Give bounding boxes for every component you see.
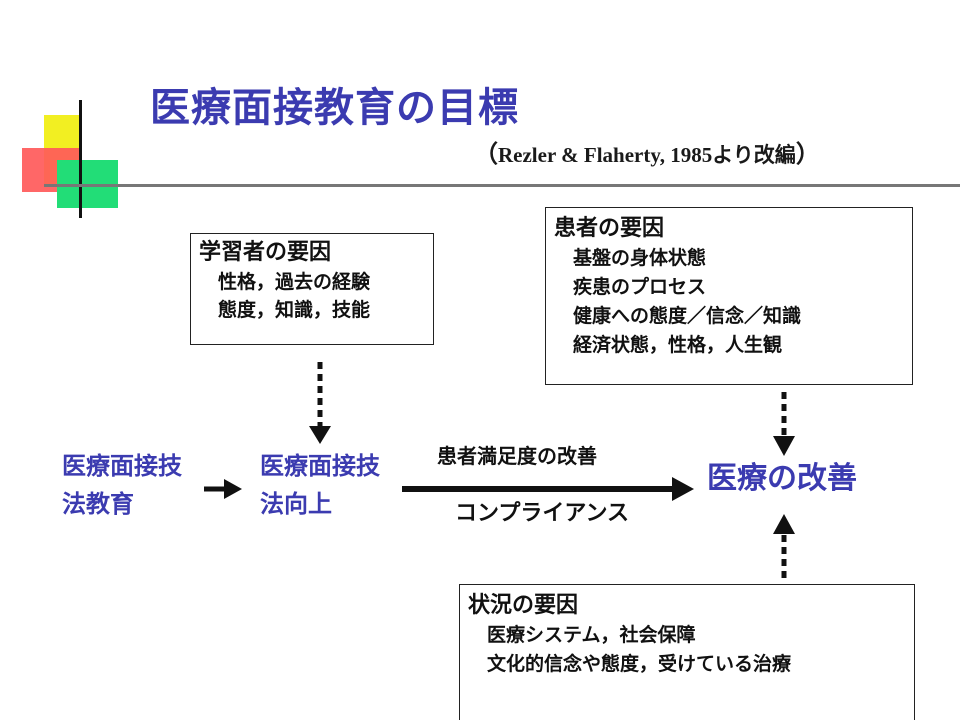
citation-open-paren: （ [474,140,498,168]
patient-factors-heading: 患者の要因 [554,216,665,241]
node-interview-skill-education: 医療面接技法教育 [62,452,182,518]
patient-factor-item: 経済状態，性格，人生観 [554,331,904,360]
patient-factors-box: 患者の要因 基盤の身体状態 疾患のプロセス 健康への態度／信念／知識 経済状態，… [545,207,913,385]
learner-factors-box: 学習者の要因 性格，過去の経験 態度，知識，技能 [190,233,434,345]
situational-factor-item: 医療システム，社会保障 [468,621,906,650]
arrow-situation-to-care [773,514,795,578]
situational-factor-text: 文化的信念や態度，受けている治療 [487,653,792,675]
citation: （Rezler & Flaherty, 1985より改編） [474,140,864,169]
situational-factors-heading: 状況の要因 [468,593,579,618]
arrow-skill-to-care [402,477,694,501]
arrow-patient-to-care [773,392,795,456]
arrow-education-to-skill [204,479,242,499]
title-underline [44,184,960,187]
arrow-learner-to-skill [309,362,331,444]
patient-factor-item: 疾患のプロセス [554,273,904,302]
citation-authors: Rezler & Flaherty, 1985 [498,143,713,167]
slide-title: 医療面接教育の目標 [150,85,519,131]
node-care-improvement: 医療の改善 [707,461,857,496]
patient-factor-text: 経済状態，性格，人生観 [573,334,783,356]
node-interview-skill-improvement: 医療面接技法向上 [260,452,380,518]
learner-factor-text: 性格，過去の経験 [218,271,371,293]
patient-factor-text: 基盤の身体状態 [573,247,707,269]
situational-factor-text: 医療システム，社会保障 [487,624,696,646]
patient-factor-item: 基盤の身体状態 [554,244,904,273]
edge-label-satisfaction: 患者満足度の改善 [437,444,597,468]
decor-vertical-line [79,100,82,218]
citation-close-paren: ） [795,140,820,168]
situational-factor-item: 文化的信念や態度，受けている治療 [468,650,906,679]
learner-factors-heading: 学習者の要因 [199,240,332,265]
edge-label-compliance: コンプライアンス [455,501,630,526]
learner-factor-item: 態度，知識，技能 [199,296,425,324]
citation-note: より改編 [712,143,796,167]
situational-factors-box: 状況の要因 医療システム，社会保障 文化的信念や態度，受けている治療 [459,584,915,720]
learner-factor-item: 性格，過去の経験 [199,268,425,296]
patient-factor-text: 疾患のプロセス [573,276,707,298]
patient-factor-item: 健康への態度／信念／知識 [554,302,904,331]
learner-factor-text: 態度，知識，技能 [218,299,371,321]
patient-factor-text: 健康への態度／信念／知識 [573,305,802,327]
